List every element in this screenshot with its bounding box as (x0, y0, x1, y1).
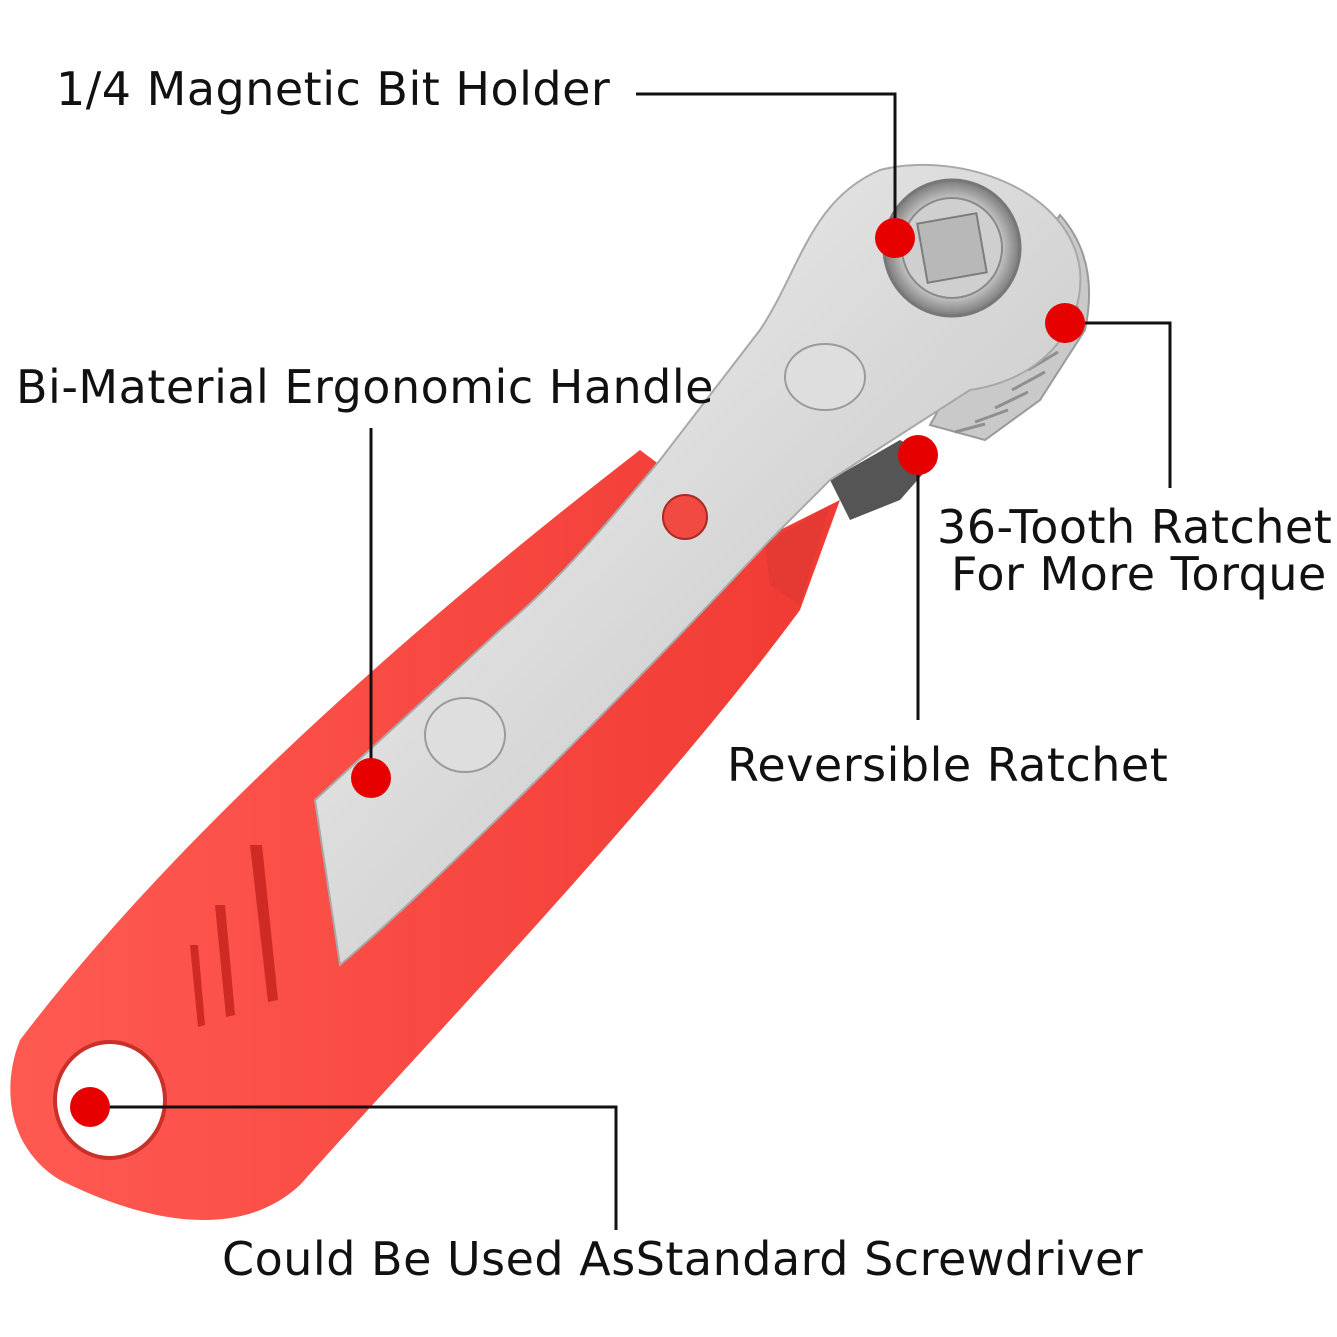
bit-holder-socket (882, 178, 1022, 318)
handle-collar (765, 505, 830, 605)
marker-handle (351, 758, 391, 798)
callout-markers (70, 218, 1085, 1127)
grip-slots (190, 845, 278, 1027)
callout-screwdriver: Could Be Used AsStandard Screwdriver (222, 1232, 1144, 1286)
lanyard-hole (55, 1042, 165, 1158)
marker-ratchet-teeth (1045, 303, 1085, 343)
marker-reversible (898, 435, 938, 475)
callout-leader-lines (90, 92, 1172, 1230)
rivet-upper (784, 343, 866, 411)
marker-bit-holder (875, 218, 915, 258)
callout-handle: Bi-Material Ergonomic Handle (16, 360, 714, 414)
marker-screwdriver (70, 1087, 110, 1127)
callout-bit-holder: 1/4 Magnetic Bit Holder (56, 62, 611, 116)
steel-body (313, 163, 1082, 967)
callout-ratchet-teeth-line2: For More Torque (951, 547, 1327, 601)
rivet-lower (424, 697, 506, 773)
callout-ratchet-teeth-line1: 36-Tooth Ratchet (937, 500, 1333, 554)
callout-reversible: Reversible Ratchet (727, 738, 1169, 792)
red-pin (662, 494, 708, 540)
